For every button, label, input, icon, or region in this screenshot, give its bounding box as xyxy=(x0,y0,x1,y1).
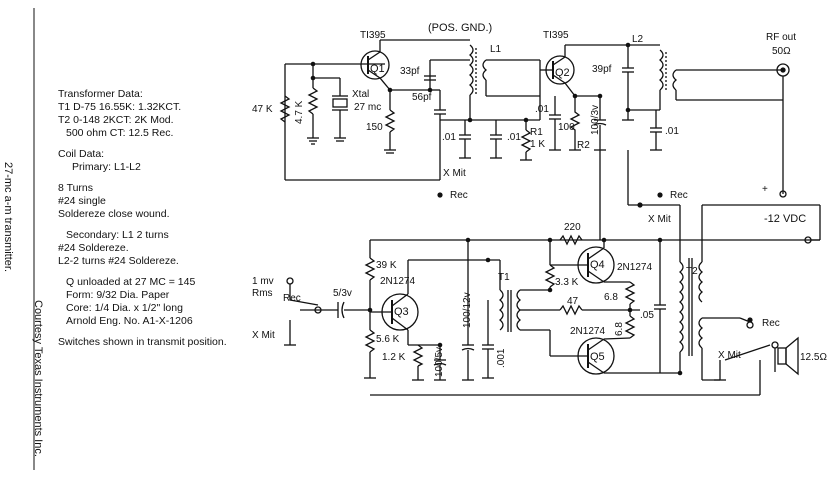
q4-type-label: 2N1274 xyxy=(617,262,652,273)
rf-out-label: RF out xyxy=(766,32,796,43)
coil-turns: 8 Turns xyxy=(58,182,94,194)
t1-spec: T1 D-75 16.55K: 1.32KCT. xyxy=(58,101,182,113)
c01c-label: .01 xyxy=(535,104,549,115)
c33-label: 33pf xyxy=(400,66,420,77)
notes-panel: Transformer Data: T1 D-75 16.55K: 1.32KC… xyxy=(58,88,268,349)
c5-3v-label: 5/3v xyxy=(333,288,352,299)
l2-label: L2 xyxy=(632,34,644,45)
rec-label-2: Rec xyxy=(670,190,688,201)
component-labels: (POS. GND.) TI395 TI395 Q1 Q2 L1 L2 RF o… xyxy=(252,22,827,377)
xtal-label: Xtal xyxy=(352,89,369,100)
q4-label: Q4 xyxy=(590,259,605,271)
rms-label: Rms xyxy=(252,288,273,299)
coil-secondary: Secondary: L1 2 turns xyxy=(66,229,169,241)
c05-label: .05 xyxy=(640,310,654,321)
supply-label: -12 VDC xyxy=(764,213,806,225)
q5-type-label: 2N1274 xyxy=(570,326,605,337)
pos-gnd-label: (POS. GND.) xyxy=(428,22,492,34)
q2-label: Q2 xyxy=(555,67,570,79)
speaker-label: 12.5Ω xyxy=(800,352,827,363)
input-level-label: 1 mv xyxy=(252,276,274,287)
xmit-label-1: X Mit xyxy=(443,168,466,179)
coil-core: Core: 1/4 Dia. x 1/2" long xyxy=(66,302,183,314)
rf-impedance-label: 50Ω xyxy=(772,46,791,57)
r6-8b-label: 6.8 xyxy=(614,322,625,336)
wiring xyxy=(33,8,821,470)
t1-label: T1 xyxy=(498,272,510,283)
c100-label: 100 xyxy=(558,122,575,133)
coil-wire: #24 single xyxy=(58,195,106,207)
coil-l2: L2-2 turns #24 Soldereze. xyxy=(58,255,179,267)
r3-3k-label: 3.3 K xyxy=(555,277,579,288)
t2-spec: T2 0-148 2KCT: 2K Mod. xyxy=(58,114,174,126)
junction-dots xyxy=(310,42,753,376)
r47-label: 47 xyxy=(567,296,579,307)
coil-title: Coil Data: xyxy=(58,148,105,160)
r4-7k-label: 4.7 K xyxy=(294,100,305,124)
r220-label: 220 xyxy=(564,222,581,233)
coil-primary: Primary: L1-L2 xyxy=(72,161,141,173)
coil-form: Form: 9/32 Dia. Paper xyxy=(66,289,170,301)
t2-spec-2: 500 ohm CT: 12.5 Rec. xyxy=(66,127,174,139)
switch-note: Switches shown in transmit position. xyxy=(58,336,227,348)
xtal-freq-label: 27 mc xyxy=(354,102,381,113)
xmit-label-2: X Mit xyxy=(648,214,671,225)
c56-label: 56pf xyxy=(412,92,432,103)
c001-label: .001 xyxy=(496,348,507,368)
c100-5v-label: 100/5v xyxy=(434,347,445,377)
plus-label: + xyxy=(762,184,768,195)
l1-label: L1 xyxy=(490,44,502,55)
q-value: Q unloaded at 27 MC = 145 xyxy=(66,276,196,288)
transformer-title: Transformer Data: xyxy=(58,88,143,100)
r2-label: R2 xyxy=(577,140,590,151)
r5-6k-label: 5.6 K xyxy=(376,334,400,345)
r39k-label: 39 K xyxy=(376,260,397,271)
coil-arnold: Arnold Eng. No. A1-X-1206 xyxy=(66,315,193,327)
c01a-label: .01 xyxy=(442,132,456,143)
r6-8a-label: 6.8 xyxy=(604,292,618,303)
coil-sec-wire: #24 Soldereze. xyxy=(58,242,129,254)
q1-label: Q1 xyxy=(370,63,385,75)
c100-3v-label: 100/3v xyxy=(590,105,601,135)
q2-type-label: TI395 xyxy=(543,30,569,41)
c100-12v-label: 100/12v xyxy=(462,292,473,328)
q1-type-label: TI395 xyxy=(360,30,386,41)
rec-label-4: Rec xyxy=(762,318,780,329)
q5-label: Q5 xyxy=(590,351,605,363)
c01d-label: .01 xyxy=(665,126,679,137)
c39-label: 39pf xyxy=(592,64,612,75)
q3-label: Q3 xyxy=(394,306,409,318)
coil-wound: Soldereze close wound. xyxy=(58,208,170,220)
r1-value-label: 1 K xyxy=(530,139,545,150)
q3-type-label: 2N1274 xyxy=(380,276,415,287)
r47k-label: 47 K xyxy=(252,104,273,115)
rec-label-1: Rec xyxy=(450,190,468,201)
xmit-label-3: X Mit xyxy=(252,330,275,341)
r150-label: 150 xyxy=(366,122,383,133)
c01b-label: .01 xyxy=(507,132,521,143)
xmit-label-4: X Mit xyxy=(718,350,741,361)
r1-label: R1 xyxy=(530,127,543,138)
rec-label-3: Rec xyxy=(283,293,301,304)
r1-2k-label: 1.2 K xyxy=(382,352,406,363)
t2-label: T2 xyxy=(686,266,698,277)
